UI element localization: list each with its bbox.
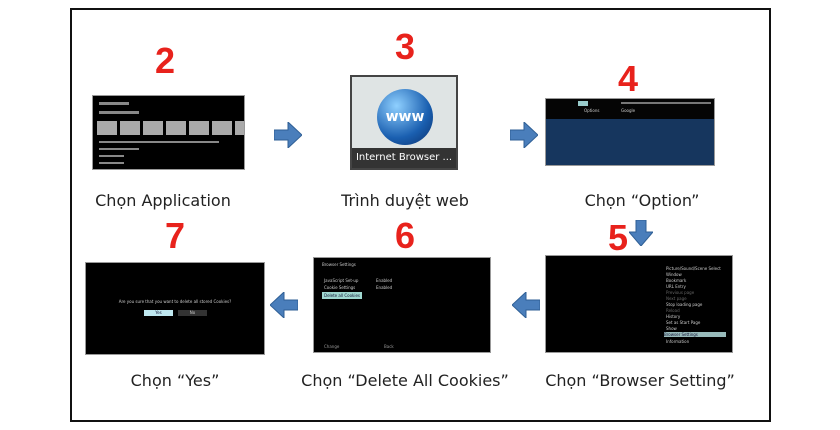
thumbnail-caption: Internet Browser ... bbox=[352, 148, 456, 168]
step-number-3: 3 bbox=[394, 26, 416, 67]
setting-value: Enabled bbox=[376, 285, 393, 290]
menu-item: Next page bbox=[666, 296, 687, 301]
arrow-left-icon bbox=[512, 292, 540, 318]
settings-title: Browser Settings bbox=[322, 262, 356, 267]
arrow-down-icon bbox=[629, 220, 653, 246]
setting-name: Cookie Settings bbox=[324, 285, 356, 290]
step-number-5: 5 bbox=[607, 217, 629, 258]
confirm-question: Are you sure that you want to delete all… bbox=[118, 299, 232, 304]
menu-item-browser-settings: Browser Settings bbox=[664, 332, 726, 337]
search-tab: Google bbox=[621, 108, 636, 113]
internet-browser-thumbnail: www Internet Browser ... bbox=[350, 75, 458, 170]
menu-item: Reload bbox=[666, 308, 680, 313]
step-label-3: Trình duyệt web bbox=[341, 191, 469, 210]
menu-item: Information bbox=[666, 339, 690, 344]
arrow-right-icon bbox=[274, 122, 302, 148]
menu-item: History bbox=[666, 314, 681, 319]
no-button[interactable]: No bbox=[178, 310, 207, 316]
menu-item: Previous page bbox=[666, 290, 695, 295]
footer-change: Change bbox=[324, 344, 340, 349]
menu-item: Window bbox=[666, 272, 682, 277]
menu-item: Set as Start Page bbox=[666, 320, 701, 325]
step-number-7: 7 bbox=[164, 215, 186, 256]
yes-button[interactable]: Yes bbox=[144, 310, 173, 316]
step-number-2: 2 bbox=[154, 40, 176, 81]
browser-menu-screenshot: Picture/Sound/Scene Select Window Bookma… bbox=[545, 255, 733, 353]
step-number-6: 6 bbox=[394, 215, 416, 256]
browser-options-screenshot: Options Google bbox=[545, 98, 715, 166]
globe-www-icon: www bbox=[377, 89, 433, 145]
menu-item: Bookmark bbox=[666, 278, 687, 283]
footer-back: Back bbox=[384, 344, 394, 349]
menu-item: Stop loading page bbox=[666, 302, 703, 307]
step-label-7: Chọn “Yes” bbox=[130, 371, 220, 390]
setting-name: JavaScript Set-up bbox=[324, 278, 359, 283]
confirm-delete-screenshot: Are you sure that you want to delete all… bbox=[85, 262, 265, 355]
setting-value: Enabled bbox=[376, 278, 393, 283]
step-label-4: Chọn “Option” bbox=[584, 191, 700, 210]
application-screenshot bbox=[92, 95, 245, 170]
browser-settings-screenshot: Browser Settings JavaScript Set-up Enabl… bbox=[313, 257, 491, 353]
options-tooltip: Options bbox=[584, 108, 600, 113]
step-label-6: Chọn “Delete All Cookies” bbox=[301, 371, 509, 390]
step-label-5: Chọn “Browser Setting” bbox=[545, 371, 735, 390]
menu-item: Show bbox=[666, 326, 677, 331]
menu-item: URL Entry bbox=[666, 284, 686, 289]
step-label-2: Chọn Application bbox=[95, 191, 231, 210]
menu-item: Picture/Sound/Scene Select bbox=[666, 266, 721, 271]
delete-all-cookies-button[interactable]: Delete all Cookies bbox=[322, 292, 363, 299]
diagram-frame bbox=[70, 8, 771, 422]
step-number-4: 4 bbox=[617, 58, 639, 99]
arrow-left-icon bbox=[270, 292, 298, 318]
arrow-right-icon bbox=[510, 122, 538, 148]
